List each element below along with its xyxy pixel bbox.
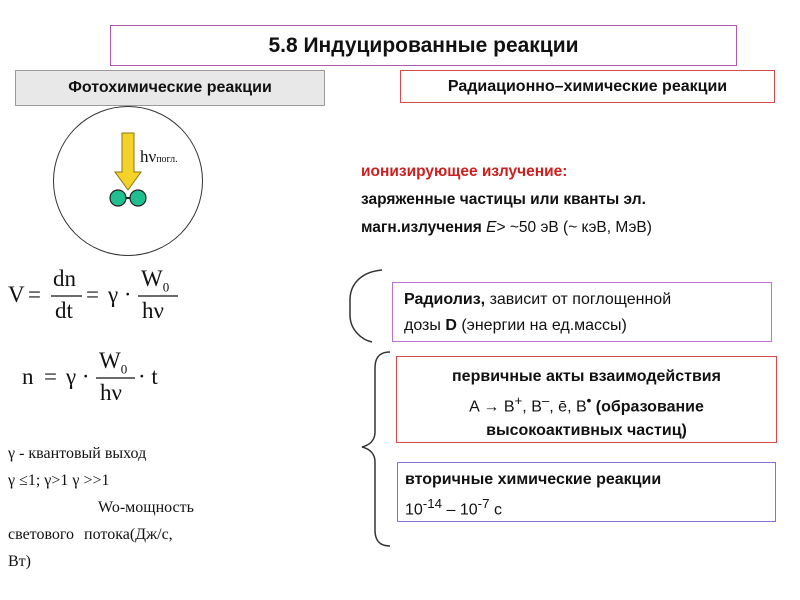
ionizing-radiation-energy: магн.излучения E> ~50 эВ (~ кэВ, МэВ) bbox=[361, 219, 652, 236]
legend-line: γ ≤1; γ>1 γ >>1 bbox=[8, 472, 110, 489]
legend-line: светового потока(Дж/с, bbox=[8, 526, 173, 543]
primary-acts-box: первичные акты взаимодействия A → B+, B–… bbox=[396, 356, 777, 443]
legend-text: γ - квантовый выход γ ≤1; γ>1 γ >>1 Wo-м… bbox=[8, 440, 194, 575]
molecule-atom-right-icon bbox=[129, 189, 147, 207]
curly-brace-icon bbox=[361, 351, 391, 547]
count-formula-hnu: hν bbox=[100, 380, 122, 405]
photon-absorption-circle bbox=[53, 106, 203, 256]
ionizing-radiation-text: ионизирующее излучение: заряженные части… bbox=[361, 158, 652, 242]
slide-title: 5.8 Индуцированные реакции bbox=[110, 25, 737, 66]
count-formula-w0: W0 bbox=[99, 348, 128, 377]
rate-formula-eq: = bbox=[86, 282, 99, 307]
rate-formula-dn: dn bbox=[53, 266, 76, 291]
count-formula-eq: = bbox=[44, 364, 57, 389]
secondary-reactions-box: вторичные химические реакции 10-14 – 10-… bbox=[397, 462, 776, 522]
count-formula-t: · t bbox=[138, 364, 158, 389]
legend-line: Wo-мощность bbox=[98, 499, 194, 516]
molecule-atom-left-icon bbox=[109, 189, 127, 207]
count-formula-gamma: γ · bbox=[66, 364, 90, 389]
photon-arrow-icon bbox=[114, 132, 142, 191]
rate-formula-w0: W0 bbox=[141, 266, 170, 295]
radiation-chemical-header: Радиационно–химические реакции bbox=[400, 70, 775, 103]
photon-energy-label: hνпогл. bbox=[140, 147, 178, 166]
rate-formula-v: V bbox=[8, 282, 25, 307]
ionizing-radiation-line: заряженные частицы или кванты эл. bbox=[361, 191, 646, 208]
rate-formula-dt: dt bbox=[55, 298, 73, 323]
count-formula-n: n bbox=[22, 364, 34, 389]
rate-formula-eq: = bbox=[28, 282, 41, 307]
photochemical-header: Фотохимические реакции bbox=[15, 70, 325, 106]
rate-formula-hnu: hν bbox=[142, 298, 164, 323]
ionizing-radiation-heading: ионизирующее излучение: bbox=[361, 163, 568, 180]
legend-line: Вт) bbox=[8, 553, 31, 570]
radiolysis-box: Радиолиз, зависит от поглощенной дозы D … bbox=[392, 282, 772, 342]
legend-line: γ - квантовый выход bbox=[8, 445, 147, 462]
brace-curve-icon bbox=[349, 269, 383, 343]
rate-formula-gamma: γ · bbox=[108, 282, 132, 307]
